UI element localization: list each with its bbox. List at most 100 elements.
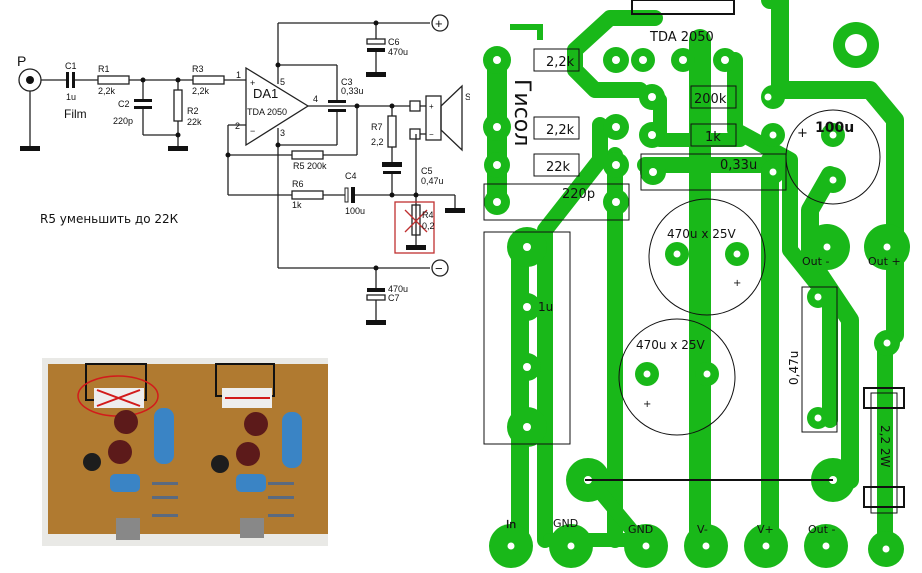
ground-symbol — [168, 146, 188, 151]
terminal-out-minus-bottom: Out - — [808, 523, 835, 536]
c3-value: 0,33u — [341, 86, 364, 96]
r1-value: 2,2k — [98, 86, 116, 96]
capacitor-c5 — [383, 164, 401, 167]
c7-value: 470u — [388, 284, 408, 294]
r4-value: 0,2 — [422, 221, 435, 231]
label-220p: 220p — [562, 187, 595, 202]
terminal-v-plus: V+ — [757, 523, 774, 536]
c6-value: 470u — [388, 47, 408, 57]
resistor-outline-2-2k-b — [533, 116, 580, 140]
c2-ref: C2 — [118, 99, 130, 109]
label-0-33u: 0,33u — [720, 158, 757, 173]
r5-label: R5 200k — [293, 161, 327, 171]
film-label: Film — [64, 107, 87, 121]
ground-symbol — [20, 146, 40, 151]
inverting-sign: − — [250, 126, 255, 136]
ground-symbol — [366, 72, 386, 77]
terminal-out-plus: Out + — [868, 255, 901, 268]
plus-rail-label: + — [435, 16, 443, 31]
opamp-da1 — [245, 66, 310, 147]
r4-highlight-box — [394, 201, 435, 254]
capacitor-outline-470u-top — [648, 198, 766, 316]
terminal-in: In — [506, 518, 516, 531]
capacitor-outline-470u-bottom — [618, 318, 736, 436]
drill-holes — [493, 56, 891, 553]
terminal-gnd-1: GND — [553, 517, 578, 530]
minus-rail-label: − — [435, 261, 443, 276]
r2-ref: R2 — [187, 106, 199, 116]
speaker-label: SP — [465, 92, 470, 102]
plus-470u-bottom: + — [643, 399, 651, 410]
noninverting-sign: + — [250, 78, 255, 88]
r2-value: 22k — [187, 117, 202, 127]
schematic: P C1 1u Film R1 2,2k C2 220p R2 22k R3 2… — [17, 14, 470, 325]
label-2-2k-a: 2,2k — [546, 55, 575, 70]
c4-ref: C4 — [345, 171, 357, 181]
da1-ref: DA1 — [253, 86, 278, 101]
pin-4: 4 — [313, 94, 318, 104]
label-470u-top: 470u x 25V — [667, 227, 737, 241]
resistor-outline-2-2k-a — [533, 48, 580, 72]
plus-470u-top: + — [733, 278, 741, 289]
mounting-hole — [845, 34, 867, 56]
resistor-outline-1k — [690, 123, 737, 147]
ground-symbol — [366, 320, 386, 325]
capacitor-c1 — [66, 72, 69, 88]
capacitor-c3 — [328, 100, 346, 103]
label-22k: 22k — [546, 160, 571, 175]
silkscreen — [483, 0, 905, 514]
capacitor-outline-0-47u — [801, 286, 838, 433]
c1-ref: C1 — [65, 61, 77, 71]
pcb-logo: Гисол — [509, 79, 534, 146]
resistor-outline-22k — [533, 153, 580, 177]
resistor-r4 — [411, 204, 421, 236]
pin-3: 3 — [280, 128, 285, 138]
capacitor-c4 — [351, 187, 355, 203]
chip-outline-tda2050 — [631, 0, 735, 15]
c5-ref: C5 — [421, 166, 433, 176]
plus-100u: + — [797, 126, 808, 141]
terminal-out-minus: Out - — [802, 255, 829, 268]
terminal-gnd-2: GND — [628, 523, 653, 536]
input-label: P — [17, 53, 26, 69]
plus-rail-terminal — [431, 14, 449, 32]
r1-ref: R1 — [98, 64, 110, 74]
resistor-outline-200k — [690, 85, 737, 109]
chip-label: TDA 2050 — [649, 30, 714, 45]
c5-value: 0,47u — [421, 176, 444, 186]
capacitor-outline-100u — [785, 109, 881, 205]
r7-ref: R7 — [371, 122, 383, 132]
c4-value: 100u — [345, 206, 365, 216]
ground-symbol — [406, 245, 426, 250]
ground-symbol — [445, 208, 465, 213]
c1-value: 1u — [66, 92, 76, 102]
da1-value: TDA 2050 — [247, 107, 287, 117]
terminal-v-minus: V- — [697, 523, 708, 536]
amplifier-channel-right — [211, 363, 302, 538]
pin-5: 5 — [280, 77, 285, 87]
label-470u-bottom: 470u x 25V — [636, 338, 706, 352]
r7-value: 2,2 — [371, 137, 384, 147]
r6-ref: R6 — [292, 179, 304, 189]
modification-note: R5 уменьшить до 22К — [40, 212, 179, 226]
c7-ref: C7 — [388, 293, 400, 303]
c6-ref: C6 — [388, 37, 400, 47]
capacitor-outline-220p — [483, 183, 630, 221]
label-200k: 200k — [694, 92, 727, 107]
label-2-2-2w: 2,2 2W — [878, 425, 892, 468]
label-0-47u: 0,47u — [787, 351, 801, 385]
capacitor-outline-0-33u — [640, 153, 787, 191]
r3-value: 2,2k — [192, 86, 210, 96]
speaker-plus-sign: + — [429, 102, 434, 111]
resistor-outline-2-2-2w — [870, 392, 898, 514]
label-1k: 1k — [705, 130, 721, 145]
amplifier-channel-left — [77, 363, 178, 540]
r6-value: 1k — [292, 200, 302, 210]
c3-ref: C3 — [341, 77, 353, 87]
speaker-cone — [440, 84, 463, 152]
speaker-minus-sign: − — [429, 130, 434, 139]
board-photo — [42, 358, 328, 546]
pin-2: 2 — [235, 121, 240, 131]
r3-ref: R3 — [192, 64, 204, 74]
minus-rail-terminal — [431, 259, 449, 277]
